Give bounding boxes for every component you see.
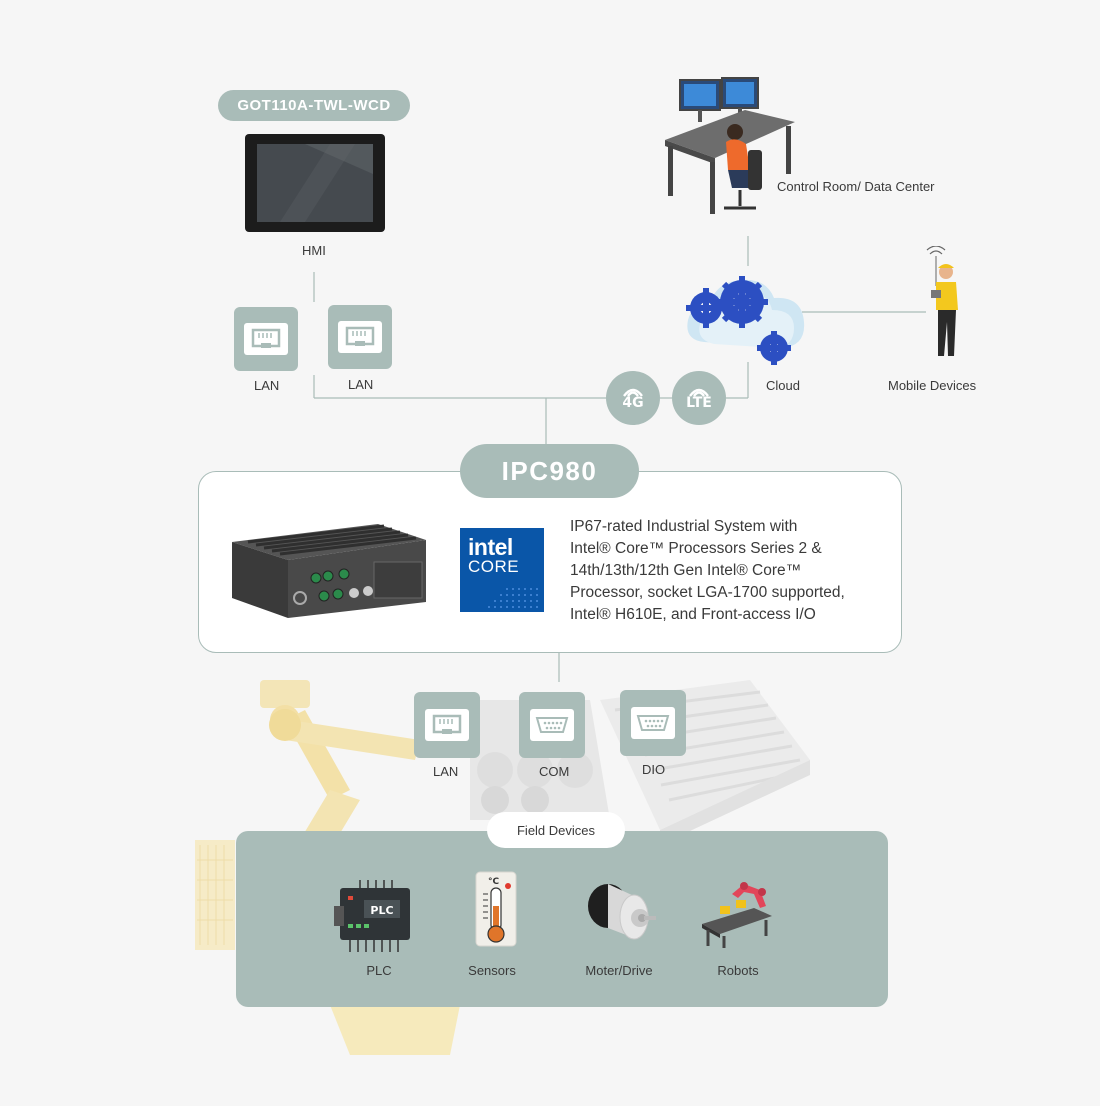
ipc-description-line: Intel® H610E, and Front-access I/O	[570, 606, 816, 623]
serial-db9-icon	[535, 717, 569, 733]
ipc-description-line: Intel® Core™ Processors Series 2 &	[570, 540, 822, 557]
com-port-label: COM	[539, 764, 570, 779]
ethernet-icon	[251, 328, 281, 348]
plc-icon: PLC	[334, 880, 410, 952]
4g-badge: 4G	[606, 371, 660, 425]
hmi-label: HMI	[302, 243, 326, 258]
lan-port-icon	[414, 692, 480, 758]
serial-db9-icon	[636, 715, 670, 731]
mobile-devices-label: Mobile Devices	[888, 378, 977, 393]
ipc-description: IP67-rated Industrial System with Intel®…	[570, 516, 890, 626]
intel-core-logo: intel CORE	[460, 528, 544, 612]
hmi-panel-image	[245, 134, 385, 232]
wifi-signal-icon	[623, 388, 643, 397]
ipc-description-line: 14th/13th/12th Gen Intel® Core™	[570, 562, 802, 579]
robot-conveyor-icon	[702, 882, 772, 948]
field-devices-title: Field Devices	[487, 812, 625, 848]
lan-port-label: LAN	[433, 764, 459, 779]
lan-port-icon	[328, 305, 392, 369]
4g-text: 4G	[622, 394, 644, 411]
cloud-label: Cloud	[766, 378, 800, 393]
control-room-illustration	[665, 77, 795, 214]
motor-drive-icon	[588, 884, 656, 940]
field-device-label-motor: Moter/Drive	[585, 963, 653, 978]
field-device-label-sensors: Sensors	[468, 963, 516, 978]
wifi-signal-icon	[689, 388, 709, 397]
lan-port-label: LAN	[254, 378, 280, 393]
com-port-icon	[519, 692, 585, 758]
ipc-title-badge: IPC980	[460, 444, 639, 498]
field-device-label-robots: Robots	[717, 963, 759, 978]
lan-port-label: LAN	[348, 377, 374, 392]
ethernet-icon	[432, 714, 462, 734]
ipc-description-line: IP67-rated Industrial System with	[570, 518, 798, 535]
ipc-device-image	[232, 524, 426, 618]
hmi-model-badge: GOT110A-TWL-WCD	[218, 90, 410, 121]
dio-port-label: DIO	[642, 762, 666, 777]
intel-dot-pattern	[488, 588, 538, 608]
ipc-title: IPC980	[501, 455, 598, 486]
thermometer-unit: °C	[488, 877, 500, 887]
mobile-worker-illustration	[926, 246, 958, 356]
ethernet-icon	[345, 326, 375, 346]
cloud-gears-icon	[686, 276, 805, 365]
lan-port-icon	[234, 307, 298, 371]
ipc-description-line: Processor, socket LGA-1700 supported,	[570, 584, 845, 601]
control-room-label: Control Room/ Data Center	[777, 179, 935, 194]
core-wordmark: CORE	[468, 557, 520, 576]
lte-badge: LTE	[672, 371, 726, 425]
thermometer-icon: °C	[475, 871, 517, 947]
lte-text: LTE	[686, 394, 712, 411]
hmi-model-text: GOT110A-TWL-WCD	[237, 97, 391, 114]
dio-port-icon	[620, 690, 686, 756]
plc-chip-text: PLC	[370, 904, 393, 917]
field-device-label-plc: PLC	[366, 963, 392, 978]
intel-wordmark: intel	[468, 534, 513, 560]
